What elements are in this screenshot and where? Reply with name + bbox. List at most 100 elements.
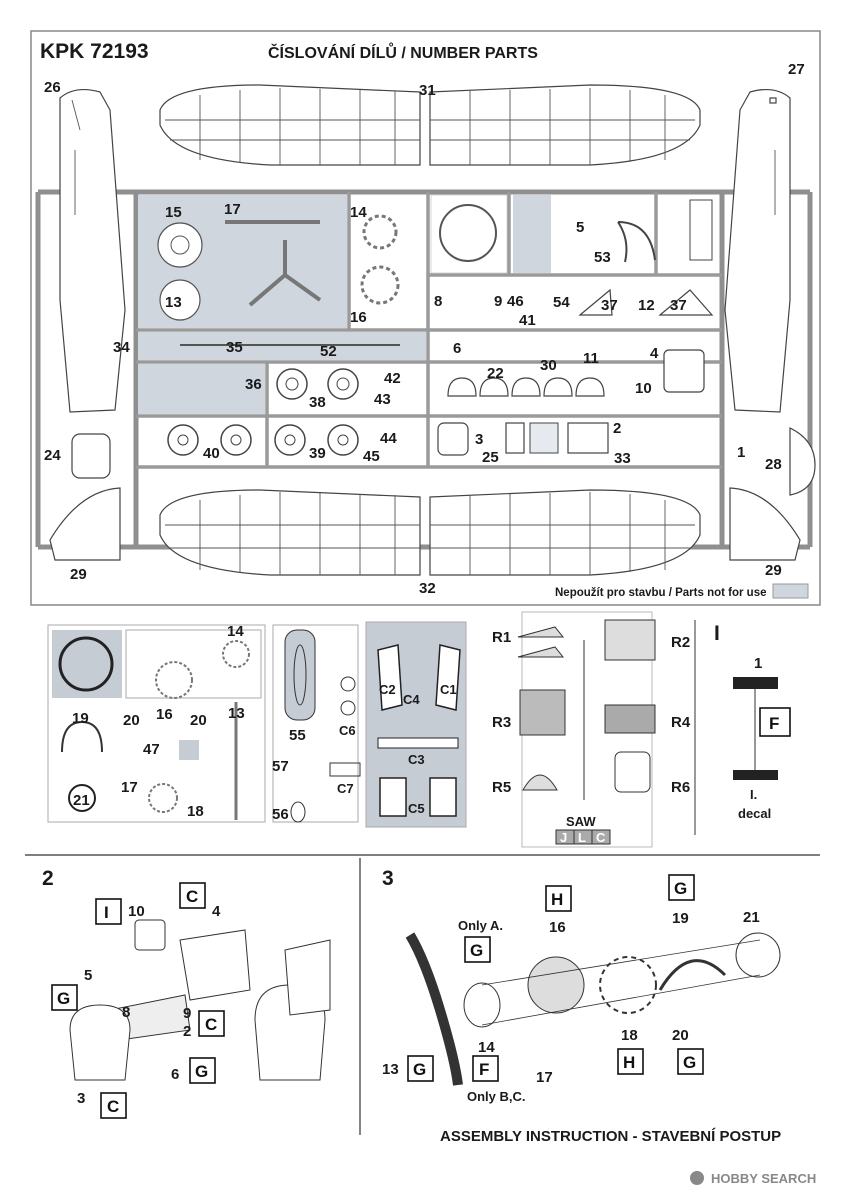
part-label: R2 <box>671 634 690 651</box>
part-number: 25 <box>482 449 499 466</box>
part-number: 34 <box>113 339 130 356</box>
part-number: C1 <box>440 682 457 697</box>
part-label: 3 <box>77 1090 85 1107</box>
part-label: 19 <box>672 910 689 927</box>
part-number: 14 <box>227 623 244 640</box>
part-number: 19 <box>72 710 89 727</box>
part-label: 18 <box>621 1027 638 1044</box>
part-label: 10 <box>128 903 145 920</box>
part-number: 32 <box>419 580 436 597</box>
part-number: 33 <box>614 450 631 467</box>
color-box: C <box>186 887 198 906</box>
part-number: 13 <box>228 705 245 722</box>
color-box: C <box>107 1097 119 1116</box>
part-number: 24 <box>44 447 61 464</box>
part-number: 17 <box>224 201 241 218</box>
color-box: H <box>623 1053 635 1072</box>
color-box: G <box>674 879 687 898</box>
part-number: 43 <box>374 391 391 408</box>
part-number: 20 <box>190 712 207 729</box>
part-number: 12 <box>638 297 655 314</box>
part-number: 44 <box>380 430 397 447</box>
part-number: 55 <box>289 727 306 744</box>
part-number: 56 <box>272 806 289 823</box>
part-label: R5 <box>492 779 511 796</box>
part-number: 16 <box>156 706 173 723</box>
part-number: 27 <box>788 61 805 78</box>
upper-wing <box>159 84 701 166</box>
part-number: 35 <box>226 339 243 356</box>
unused-area-struts <box>138 364 265 414</box>
fuselage-right <box>724 88 791 413</box>
kit-code: KPK 72193 <box>40 40 149 63</box>
sprue-rails <box>35 189 813 550</box>
part-label: 20 <box>672 1027 689 1044</box>
part-number: 21 <box>73 792 90 809</box>
part-label: 17 <box>536 1069 553 1086</box>
part-label: 6 <box>171 1066 179 1083</box>
part-label: R6 <box>671 779 690 796</box>
part-number: 5 <box>576 219 584 236</box>
part-number: 46 <box>507 293 524 310</box>
part-number: C2 <box>379 682 396 697</box>
part-number: 52 <box>320 343 337 360</box>
part-number: 16 <box>350 309 367 326</box>
windshield-part <box>71 433 111 479</box>
part-number: 54 <box>553 294 570 311</box>
color-box: G <box>683 1053 696 1072</box>
color-box: I <box>104 903 109 922</box>
decal-letter: I <box>714 622 720 645</box>
part-label: 13 <box>382 1061 399 1078</box>
decal-caption: decal <box>738 806 771 821</box>
color-box: G <box>195 1062 208 1081</box>
step-number: 3 <box>382 867 394 890</box>
decal-box <box>759 707 791 737</box>
saw-option: L <box>578 830 586 845</box>
cockpit-parts <box>180 199 714 456</box>
part-label: 14 <box>478 1039 495 1056</box>
part-number: 9 <box>494 293 502 310</box>
step3-labels: Only A. Only B,C. 16 19 21 14 18 20 13 1… <box>382 909 760 1104</box>
part-number: 36 <box>245 376 262 393</box>
part-label: 21 <box>743 909 760 926</box>
step2-labels: 10 4 5 8 9 2 6 3 <box>77 903 221 1107</box>
part-number: 38 <box>309 394 326 411</box>
part-number: 11 <box>583 350 599 367</box>
part-label: R3 <box>492 714 511 731</box>
engine-parts <box>157 204 497 321</box>
part-number: 18 <box>187 803 204 820</box>
resin-sheet <box>47 621 467 828</box>
color-box: C <box>205 1015 217 1034</box>
part-number: 28 <box>765 456 782 473</box>
part-number: 41 <box>519 312 536 329</box>
watermark-text: HOBBY SEARCH <box>711 1171 816 1186</box>
part-label: 5 <box>84 967 92 984</box>
sprue-part-numbers: 1 2 3 4 5 6 8 9 10 11 12 13 14 15 16 17 … <box>44 61 805 597</box>
step2-color-boxes: I C G C G C <box>51 882 225 1119</box>
part-label: SAW <box>566 814 596 829</box>
color-box: H <box>551 890 563 909</box>
part-label: R1 <box>492 629 511 646</box>
color-box: G <box>413 1060 426 1079</box>
part-number: 4 <box>650 345 659 362</box>
part-number: 29 <box>765 562 782 579</box>
wheels <box>167 368 359 456</box>
part-label: R4 <box>671 714 691 731</box>
footer-caption: ASSEMBLY INSTRUCTION - STAVEBNÍ POSTUP <box>440 1128 781 1145</box>
tailplane-left <box>49 487 121 561</box>
part-number: 2 <box>613 420 621 437</box>
part-label: 16 <box>549 919 566 936</box>
part-label: 9 <box>183 1005 191 1022</box>
fuselage-left <box>59 88 126 413</box>
decal-box-label: F <box>769 714 779 733</box>
step-number: 2 <box>42 867 54 890</box>
part-number: 1 <box>737 444 745 461</box>
legend-text: Nepoužít pro stavbu / Parts not for use <box>555 587 767 599</box>
legend-swatch <box>772 583 809 599</box>
part-number: 8 <box>434 293 442 310</box>
part-label: 8 <box>122 1004 130 1021</box>
decal-caption: I. <box>750 787 757 802</box>
part-number: 10 <box>635 380 652 397</box>
part-number: C5 <box>408 801 425 816</box>
